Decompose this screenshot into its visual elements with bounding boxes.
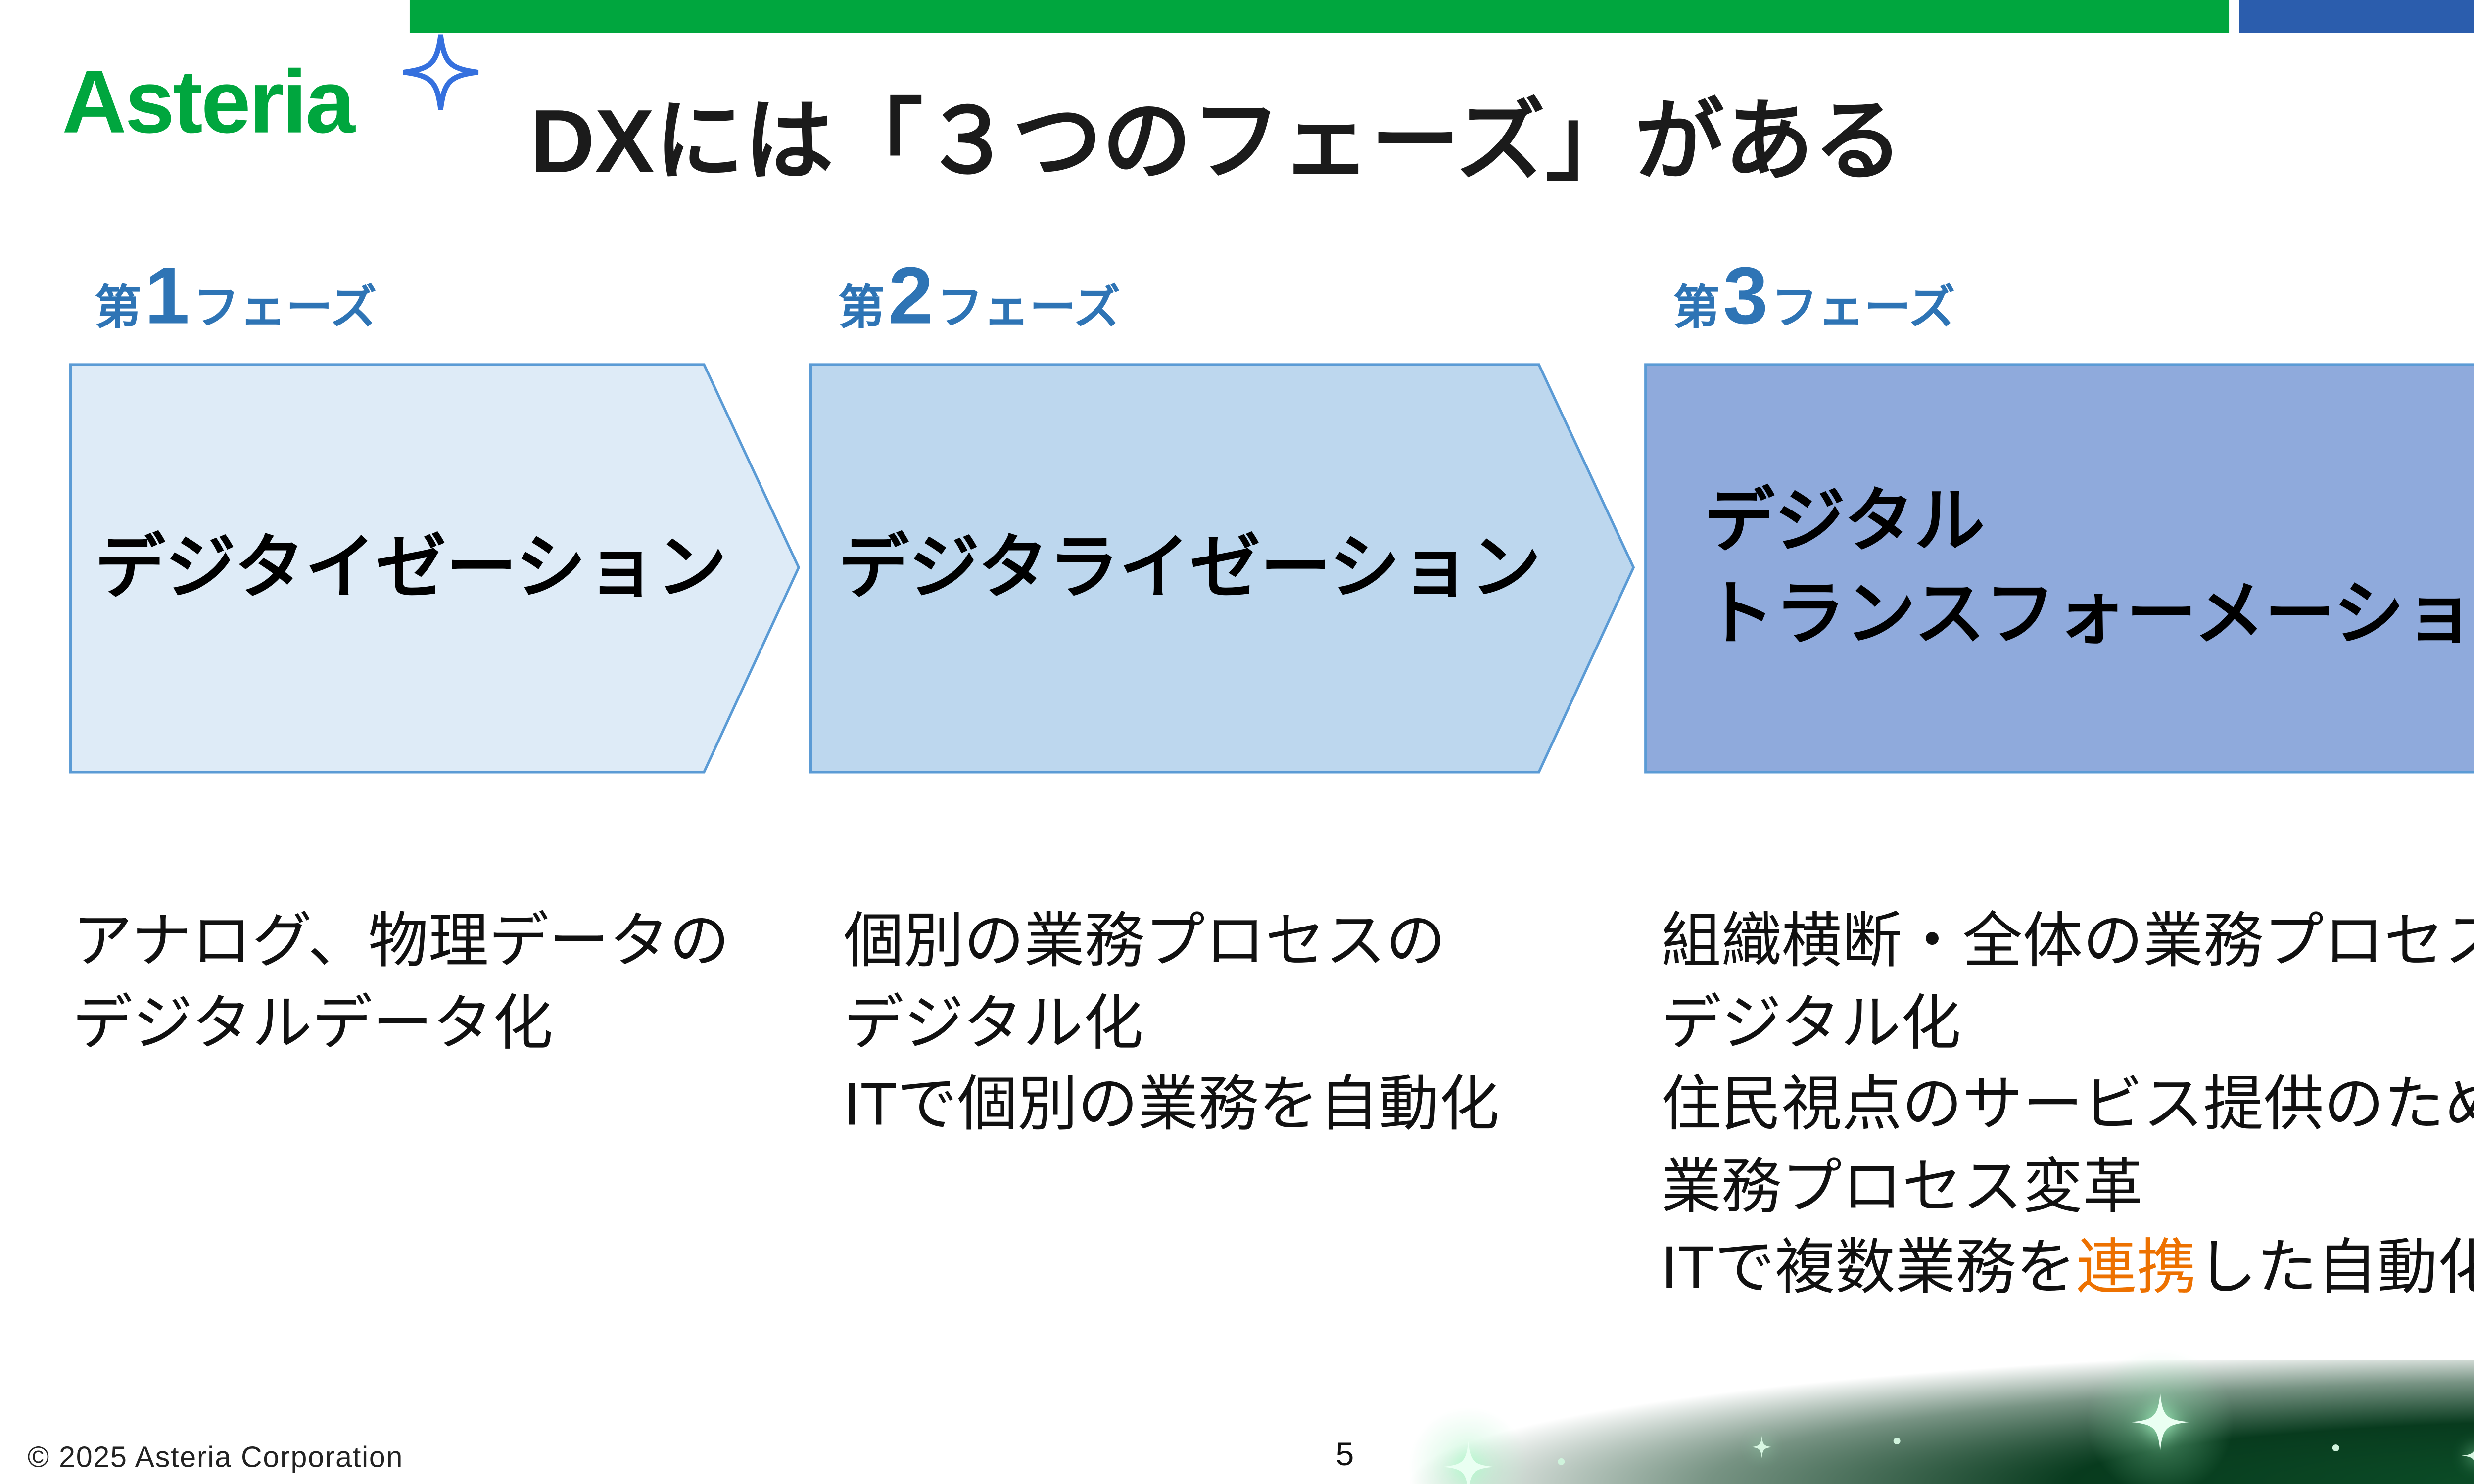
phase-2-arrow-title: デジタライゼーション (809, 363, 1635, 774)
phase-label-prefix: 第 (1673, 282, 1720, 334)
arrow-title-line: デジタライゼーション (838, 527, 1541, 607)
sparkle-icon (2461, 1450, 2474, 1461)
arrow-shape (809, 363, 1635, 774)
arrow-shape (1644, 363, 2474, 774)
sparkle-icon (2131, 1392, 2190, 1451)
description-line: デジタル化 (843, 989, 1144, 1057)
top-accent-bar-blue (2239, 0, 2474, 33)
asteria-wordmark: Asteria (62, 53, 355, 153)
top-accent-bar-green (409, 0, 2230, 33)
description-line: デジタルデータ化 (72, 989, 553, 1057)
phase-label-suffix: フェーズ (193, 282, 377, 334)
phase-3-description: 組織横断・全体の業務プロセスの デジタル化 住民視点のサービス提供のための 業務… (1661, 901, 2474, 1310)
phase-label-number: 3 (1723, 249, 1768, 341)
description-line: 組織横断・全体の業務プロセスの (1661, 908, 2474, 975)
phase-3-arrow: デジタル トランスフォーメーション (1644, 363, 2474, 774)
arrow-shape (69, 363, 801, 774)
description-line: デジタル化 (1661, 989, 1961, 1057)
phase-1-arrow-title: デジタイゼーション (69, 363, 800, 774)
phase-label-suffix: フェーズ (1771, 282, 1955, 334)
sparkle-dot (2332, 1444, 2339, 1451)
phase-label-number: 1 (144, 249, 190, 341)
phase-label-prefix: 第 (838, 282, 885, 334)
sparkle-icon (1750, 1436, 1773, 1458)
phase-label-number: 2 (888, 249, 933, 341)
phase-label-suffix: フェーズ (936, 282, 1120, 334)
slide-title: DXには「３つのフェーズ」がある (530, 93, 1903, 193)
phase-1-description: アナログ、物理データの デジタルデータ化 (72, 901, 838, 1065)
arrow-title-line: トランスフォーメーション (1704, 573, 2474, 653)
description-line: アナログ、物理データの (72, 908, 730, 975)
copyright-text: © 2025 Asteria Corporation (27, 1441, 404, 1474)
description-line: 住民視点のサービス提供のための (1661, 1071, 2474, 1139)
description-line: 個別の業務プロセスの (843, 908, 1446, 975)
phase-label-prefix: 第 (95, 282, 142, 334)
footer-green-gradient (1210, 1360, 2474, 1484)
phase-3-arrow-title: デジタル トランスフォーメーション (1644, 363, 2474, 774)
description-line-highlighted: ITで複数業務を連携した自動化 (1661, 1228, 2474, 1310)
description-line: ITで個別の業務を自動化 (843, 1071, 1500, 1139)
description-text: した自動化 (2196, 1235, 2474, 1302)
description-line: 業務プロセス変革 (1661, 1153, 2143, 1221)
sparkle-dot (1893, 1438, 1901, 1445)
description-text: ITで複数業務を (1661, 1235, 2076, 1302)
sparkle-dot (1558, 1458, 1565, 1465)
asteria-logo: Asteria (62, 34, 509, 165)
arrow-title-line: デジタル (1704, 482, 1985, 561)
arrow-title-line: デジタイゼーション (95, 527, 727, 607)
sparkle-icon (403, 34, 479, 110)
sparkle-icon (1442, 1441, 1494, 1484)
phase-2-arrow: デジタライゼーション (809, 363, 1635, 774)
phase-1-arrow: デジタイゼーション (69, 363, 801, 774)
page-number: 5 (1335, 1438, 1354, 1474)
phase-2-description: 個別の業務プロセスの デジタル化 ITで個別の業務を自動化 (844, 901, 1653, 1147)
highlight-text: 連携 (2076, 1235, 2197, 1302)
